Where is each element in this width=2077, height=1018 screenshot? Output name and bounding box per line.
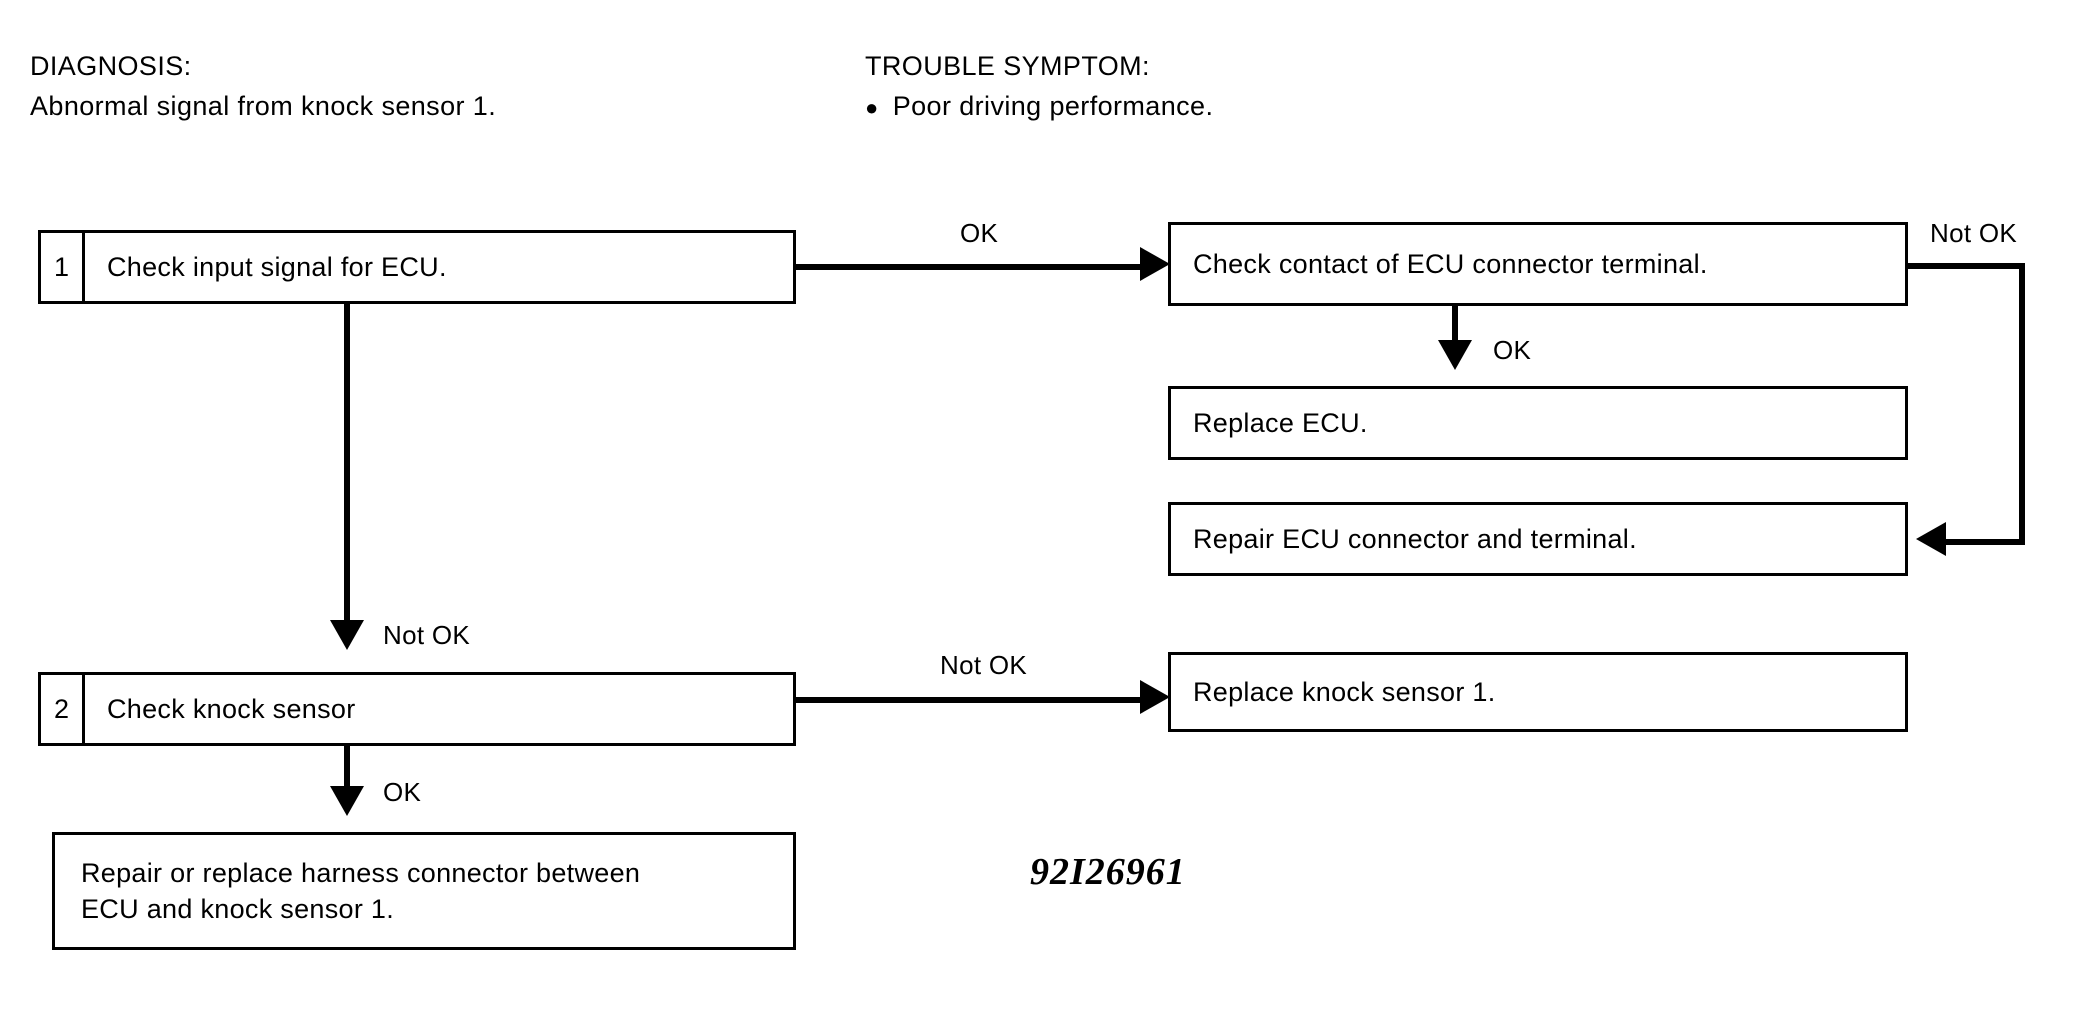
edge-contact-to-replace-ecu-arrowhead: [1438, 340, 1472, 370]
edge-contact-not-ok-vertical-line: [2019, 263, 2025, 545]
edge-label-step1-ok: OK: [960, 218, 999, 248]
repair-ecu-connector-text: Repair ECU connector and terminal.: [1193, 524, 1637, 554]
step-1-box[interactable]: 1 Check input signal for ECU.: [38, 230, 796, 304]
edge-label-contact-not-ok: Not OK: [1930, 218, 2018, 248]
bullet-icon: ●: [865, 95, 879, 120]
step-2-text: Check knock sensor: [107, 694, 356, 724]
edge-contact-not-ok-arrowhead: [1916, 522, 1946, 556]
repair-harness-box[interactable]: Repair or replace harness connector betw…: [52, 832, 796, 950]
edge-step1-to-step2-arrowhead: [330, 620, 364, 650]
diagnosis-label: DIAGNOSIS:: [30, 51, 192, 81]
edge-label-step2-not-ok: Not OK: [940, 650, 1028, 680]
edge-step2-to-replace-sensor-arrowhead: [1140, 680, 1170, 714]
edge-contact-not-ok-top-line: [1905, 263, 2025, 269]
edge-step2-to-harness-line: [344, 746, 350, 800]
figure-caption: 92I26961: [1030, 851, 1186, 893]
repair-ecu-connector-box[interactable]: Repair ECU connector and terminal.: [1168, 502, 1908, 576]
edge-contact-to-replace-ecu-line: [1452, 306, 1458, 358]
check-contact-box[interactable]: Check contact of ECU connector terminal.: [1168, 222, 1908, 306]
replace-knock-sensor-box[interactable]: Replace knock sensor 1.: [1168, 652, 1908, 732]
edge-step2-to-replace-sensor-line: [796, 697, 1152, 703]
diagnosis-header: DIAGNOSIS: Abnormal signal from knock se…: [30, 46, 496, 126]
trouble-symptom-item: ● Poor driving performance.: [865, 86, 1213, 128]
repair-harness-text: Repair or replace harness connector betw…: [81, 858, 641, 924]
replace-ecu-text: Replace ECU.: [1193, 408, 1368, 438]
edge-step1-to-contact-arrowhead: [1140, 247, 1170, 281]
check-contact-text: Check contact of ECU connector terminal.: [1193, 249, 1708, 279]
edge-step1-to-step2-line: [344, 304, 350, 634]
diagnosis-text: Abnormal signal from knock sensor 1.: [30, 91, 497, 121]
edge-step2-to-harness-arrowhead: [330, 786, 364, 816]
replace-knock-sensor-text: Replace knock sensor 1.: [1193, 677, 1496, 707]
trouble-symptom-item-text: Poor driving performance.: [892, 91, 1214, 121]
edge-label-step1-not-ok: Not OK: [383, 620, 471, 650]
trouble-symptom-header: TROUBLE SYMPTOM: ● Poor driving performa…: [865, 46, 1213, 128]
step-1-number: 1: [41, 233, 85, 301]
edge-step1-to-contact-line: [796, 264, 1152, 270]
edge-contact-not-ok-bottom-line: [1945, 539, 2025, 545]
step-1-text: Check input signal for ECU.: [107, 252, 447, 282]
step-2-number: 2: [41, 675, 85, 743]
replace-ecu-box[interactable]: Replace ECU.: [1168, 386, 1908, 460]
trouble-symptom-label: TROUBLE SYMPTOM:: [865, 51, 1150, 81]
step-2-box[interactable]: 2 Check knock sensor: [38, 672, 796, 746]
edge-label-step2-ok: OK: [383, 777, 422, 807]
edge-label-contact-ok: OK: [1493, 335, 1532, 365]
